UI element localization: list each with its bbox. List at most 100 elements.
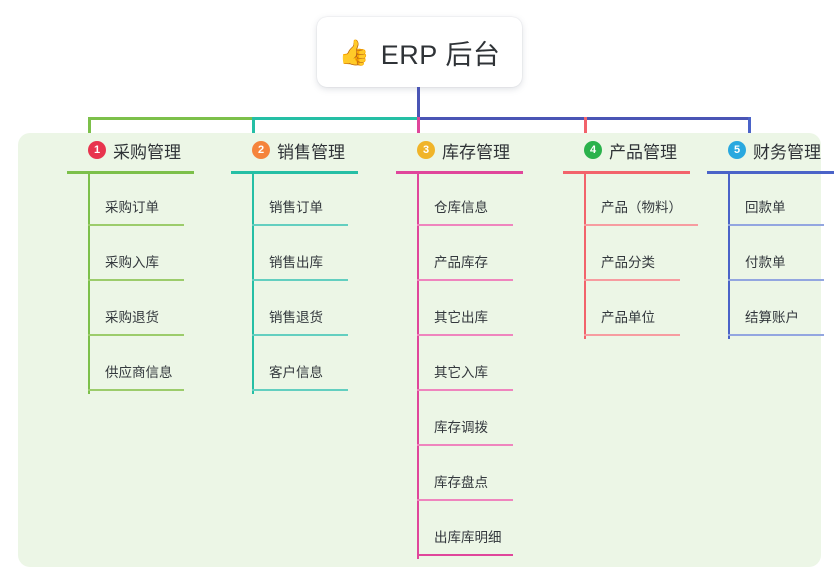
item-rule [252,279,348,281]
branch-spine-2 [252,171,254,394]
branch-items-4: 产品（物料） 产品分类 产品单位 [584,171,734,336]
list-item[interactable]: 仓库信息 [417,171,567,226]
item-label: 产品库存 [434,255,488,270]
item-rule [584,279,680,281]
item-label: 销售退货 [269,310,323,325]
item-rule [417,279,513,281]
branch-items-2: 销售订单 销售出库 销售退货 客户信息 [252,171,402,391]
list-item[interactable]: 销售订单 [252,171,402,226]
connector-bus-segment-green [88,117,254,120]
item-label: 销售出库 [269,255,323,270]
list-item[interactable]: 产品分类 [584,226,734,281]
item-label: 回款单 [745,200,786,215]
branch-header-3[interactable]: 3 库存管理 [396,133,546,167]
branch-spine-3 [417,171,419,559]
item-label: 采购退货 [105,310,159,325]
list-item[interactable]: 其它入库 [417,336,567,391]
branch-title-1: 采购管理 [113,142,181,162]
item-rule [417,554,513,556]
branch-title-3: 库存管理 [442,142,510,162]
list-item[interactable]: 回款单 [728,171,839,226]
list-item[interactable]: 供应商信息 [88,336,238,391]
item-label: 付款单 [745,255,786,270]
item-label: 其它入库 [434,365,488,380]
item-rule [252,389,348,391]
connector-root-stem [417,87,420,119]
list-item[interactable]: 销售退货 [252,281,402,336]
branch-column-4: 4 产品管理 产品（物料） 产品分类 产品单位 [563,133,713,339]
branch-badge-1: 1 [88,141,106,159]
branches-panel: 1 采购管理 采购订单 采购入库 采购退货 供应商信息 [18,133,834,567]
branch-spine-1 [88,171,90,394]
item-label: 库存盘点 [434,475,488,490]
item-rule [417,444,513,446]
list-item[interactable]: 采购订单 [88,171,238,226]
list-item[interactable]: 其它出库 [417,281,567,336]
list-item[interactable]: 库存盘点 [417,446,567,501]
list-item[interactable]: 产品单位 [584,281,734,336]
list-item[interactable]: 采购入库 [88,226,238,281]
list-item[interactable]: 产品库存 [417,226,567,281]
item-label: 采购入库 [105,255,159,270]
branch-spine-5 [728,171,730,339]
branch-header-4[interactable]: 4 产品管理 [563,133,713,167]
branch-column-1: 1 采购管理 采购订单 采购入库 采购退货 供应商信息 [67,133,217,394]
branch-items-5: 回款单 付款单 结算账户 [728,171,839,336]
branch-badge-4: 4 [584,141,602,159]
item-label: 产品（物料） [601,200,682,215]
item-rule [88,224,184,226]
branch-badge-3: 3 [417,141,435,159]
item-label: 客户信息 [269,365,323,380]
branch-rule-1 [67,171,194,174]
branch-items-3: 仓库信息 产品库存 其它出库 其它入库 库存调拨 [417,171,567,556]
branch-title-4: 产品管理 [609,142,677,162]
item-rule [88,334,184,336]
branch-title-5: 财务管理 [753,142,821,162]
root-title: ERP 后台 [380,39,501,70]
list-item[interactable]: 库存调拨 [417,391,567,446]
list-item[interactable]: 付款单 [728,226,839,281]
list-item[interactable]: 结算账户 [728,281,839,336]
root-node[interactable]: 👍 ERP 后台 [317,17,522,87]
item-label: 结算账户 [745,310,799,325]
item-rule [728,334,824,336]
branch-badge-2: 2 [252,141,270,159]
branch-rule-2 [231,171,358,174]
item-rule [417,224,513,226]
branch-header-5[interactable]: 5 财务管理 [707,133,839,167]
item-label: 库存调拨 [434,420,488,435]
list-item[interactable]: 产品（物料） [584,171,734,226]
thumbs-up-icon: 👍 [338,37,370,67]
item-label: 产品单位 [601,310,655,325]
item-rule [88,389,184,391]
branch-column-5: 5 财务管理 回款单 付款单 结算账户 [707,133,839,339]
branch-title-2: 销售管理 [277,142,345,162]
item-rule [584,224,698,226]
branch-header-2[interactable]: 2 销售管理 [231,133,381,167]
connector-bus-segment-teal [252,117,419,120]
item-label: 出库库明细 [434,530,502,545]
branch-rule-5 [707,171,834,174]
item-rule [417,389,513,391]
item-label: 销售订单 [269,200,323,215]
branch-column-3: 3 库存管理 仓库信息 产品库存 其它出库 其它入库 [396,133,546,559]
item-rule [728,224,824,226]
list-item[interactable]: 销售出库 [252,226,402,281]
item-rule [584,334,680,336]
branch-badge-5: 5 [728,141,746,159]
root-node-content: 👍 ERP 后台 [339,33,501,72]
list-item[interactable]: 采购退货 [88,281,238,336]
branch-rule-3 [396,171,523,174]
branch-column-2: 2 销售管理 销售订单 销售出库 销售退货 客户信息 [231,133,381,394]
branch-header-1[interactable]: 1 采购管理 [67,133,217,167]
item-rule [417,334,513,336]
item-rule [88,279,184,281]
item-rule [252,334,348,336]
item-rule [417,499,513,501]
branch-items-1: 采购订单 采购入库 采购退货 供应商信息 [88,171,238,391]
item-label: 仓库信息 [434,200,488,215]
list-item[interactable]: 出库库明细 [417,501,567,556]
branch-rule-4 [563,171,690,174]
list-item[interactable]: 客户信息 [252,336,402,391]
